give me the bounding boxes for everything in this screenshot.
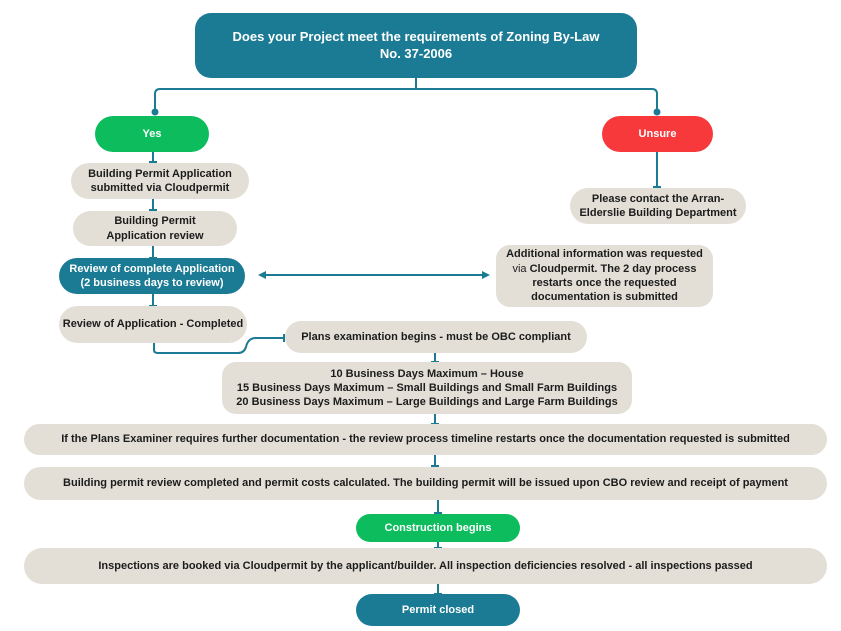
connector-dot-yes xyxy=(151,108,159,116)
timeline-house: 10 Business Days Maximum – House xyxy=(330,367,524,380)
timelines-node: 10 Business Days Maximum – House 15 Busi… xyxy=(222,362,632,414)
contact-department-node: Please contact the Arran- Elderslie Buil… xyxy=(570,188,746,224)
timeline-small-buildings: 15 Business Days Maximum – Small Buildin… xyxy=(236,381,618,394)
title-question: Does your Project meet the requirements … xyxy=(195,13,637,78)
cloudpermit-emphasis: Cloudpermit xyxy=(529,262,595,275)
review-completed-node: Review of Application - Completed xyxy=(59,306,247,343)
arrowhead-left xyxy=(258,271,266,279)
arrowhead-right xyxy=(482,271,490,279)
submitted-node: Building Permit Application submitted vi… xyxy=(71,163,249,199)
yes-node: Yes xyxy=(95,116,209,152)
unsure-node: Unsure xyxy=(602,116,713,152)
additional-info-node: Additional information was requested via… xyxy=(496,245,713,307)
additional-info-line3: restarts once the requested documentatio… xyxy=(531,277,678,304)
complete-review-node: Review of complete Application (2 busine… xyxy=(59,258,245,294)
permit-closed-node: Permit closed xyxy=(356,594,520,626)
further-docs-node: If the Plans Examiner requires further d… xyxy=(24,424,827,455)
additional-info-line2: via Cloudpermit. The 2 day process xyxy=(512,262,696,276)
additional-info-prefix: via xyxy=(512,262,530,275)
review-completed-cost-node: Building permit review completed and per… xyxy=(24,467,827,500)
construction-begins-node: Construction begins xyxy=(356,514,520,542)
additional-info-suffix: . The 2 day process xyxy=(594,262,697,275)
connector-dot-unsure xyxy=(653,108,661,116)
connector-to-yes xyxy=(154,88,416,112)
connector-to-unsure xyxy=(416,88,658,112)
plans-exam-node: Plans examination begins - must be OBC c… xyxy=(285,321,587,353)
inspections-node: Inspections are booked via Cloudpermit b… xyxy=(24,548,827,584)
timeline-large-buildings: 20 Business Days Maximum – Large Buildin… xyxy=(236,396,618,409)
application-review-node: Building Permit Application review xyxy=(73,211,237,246)
additional-info-line1: Additional information was requested xyxy=(506,248,703,261)
